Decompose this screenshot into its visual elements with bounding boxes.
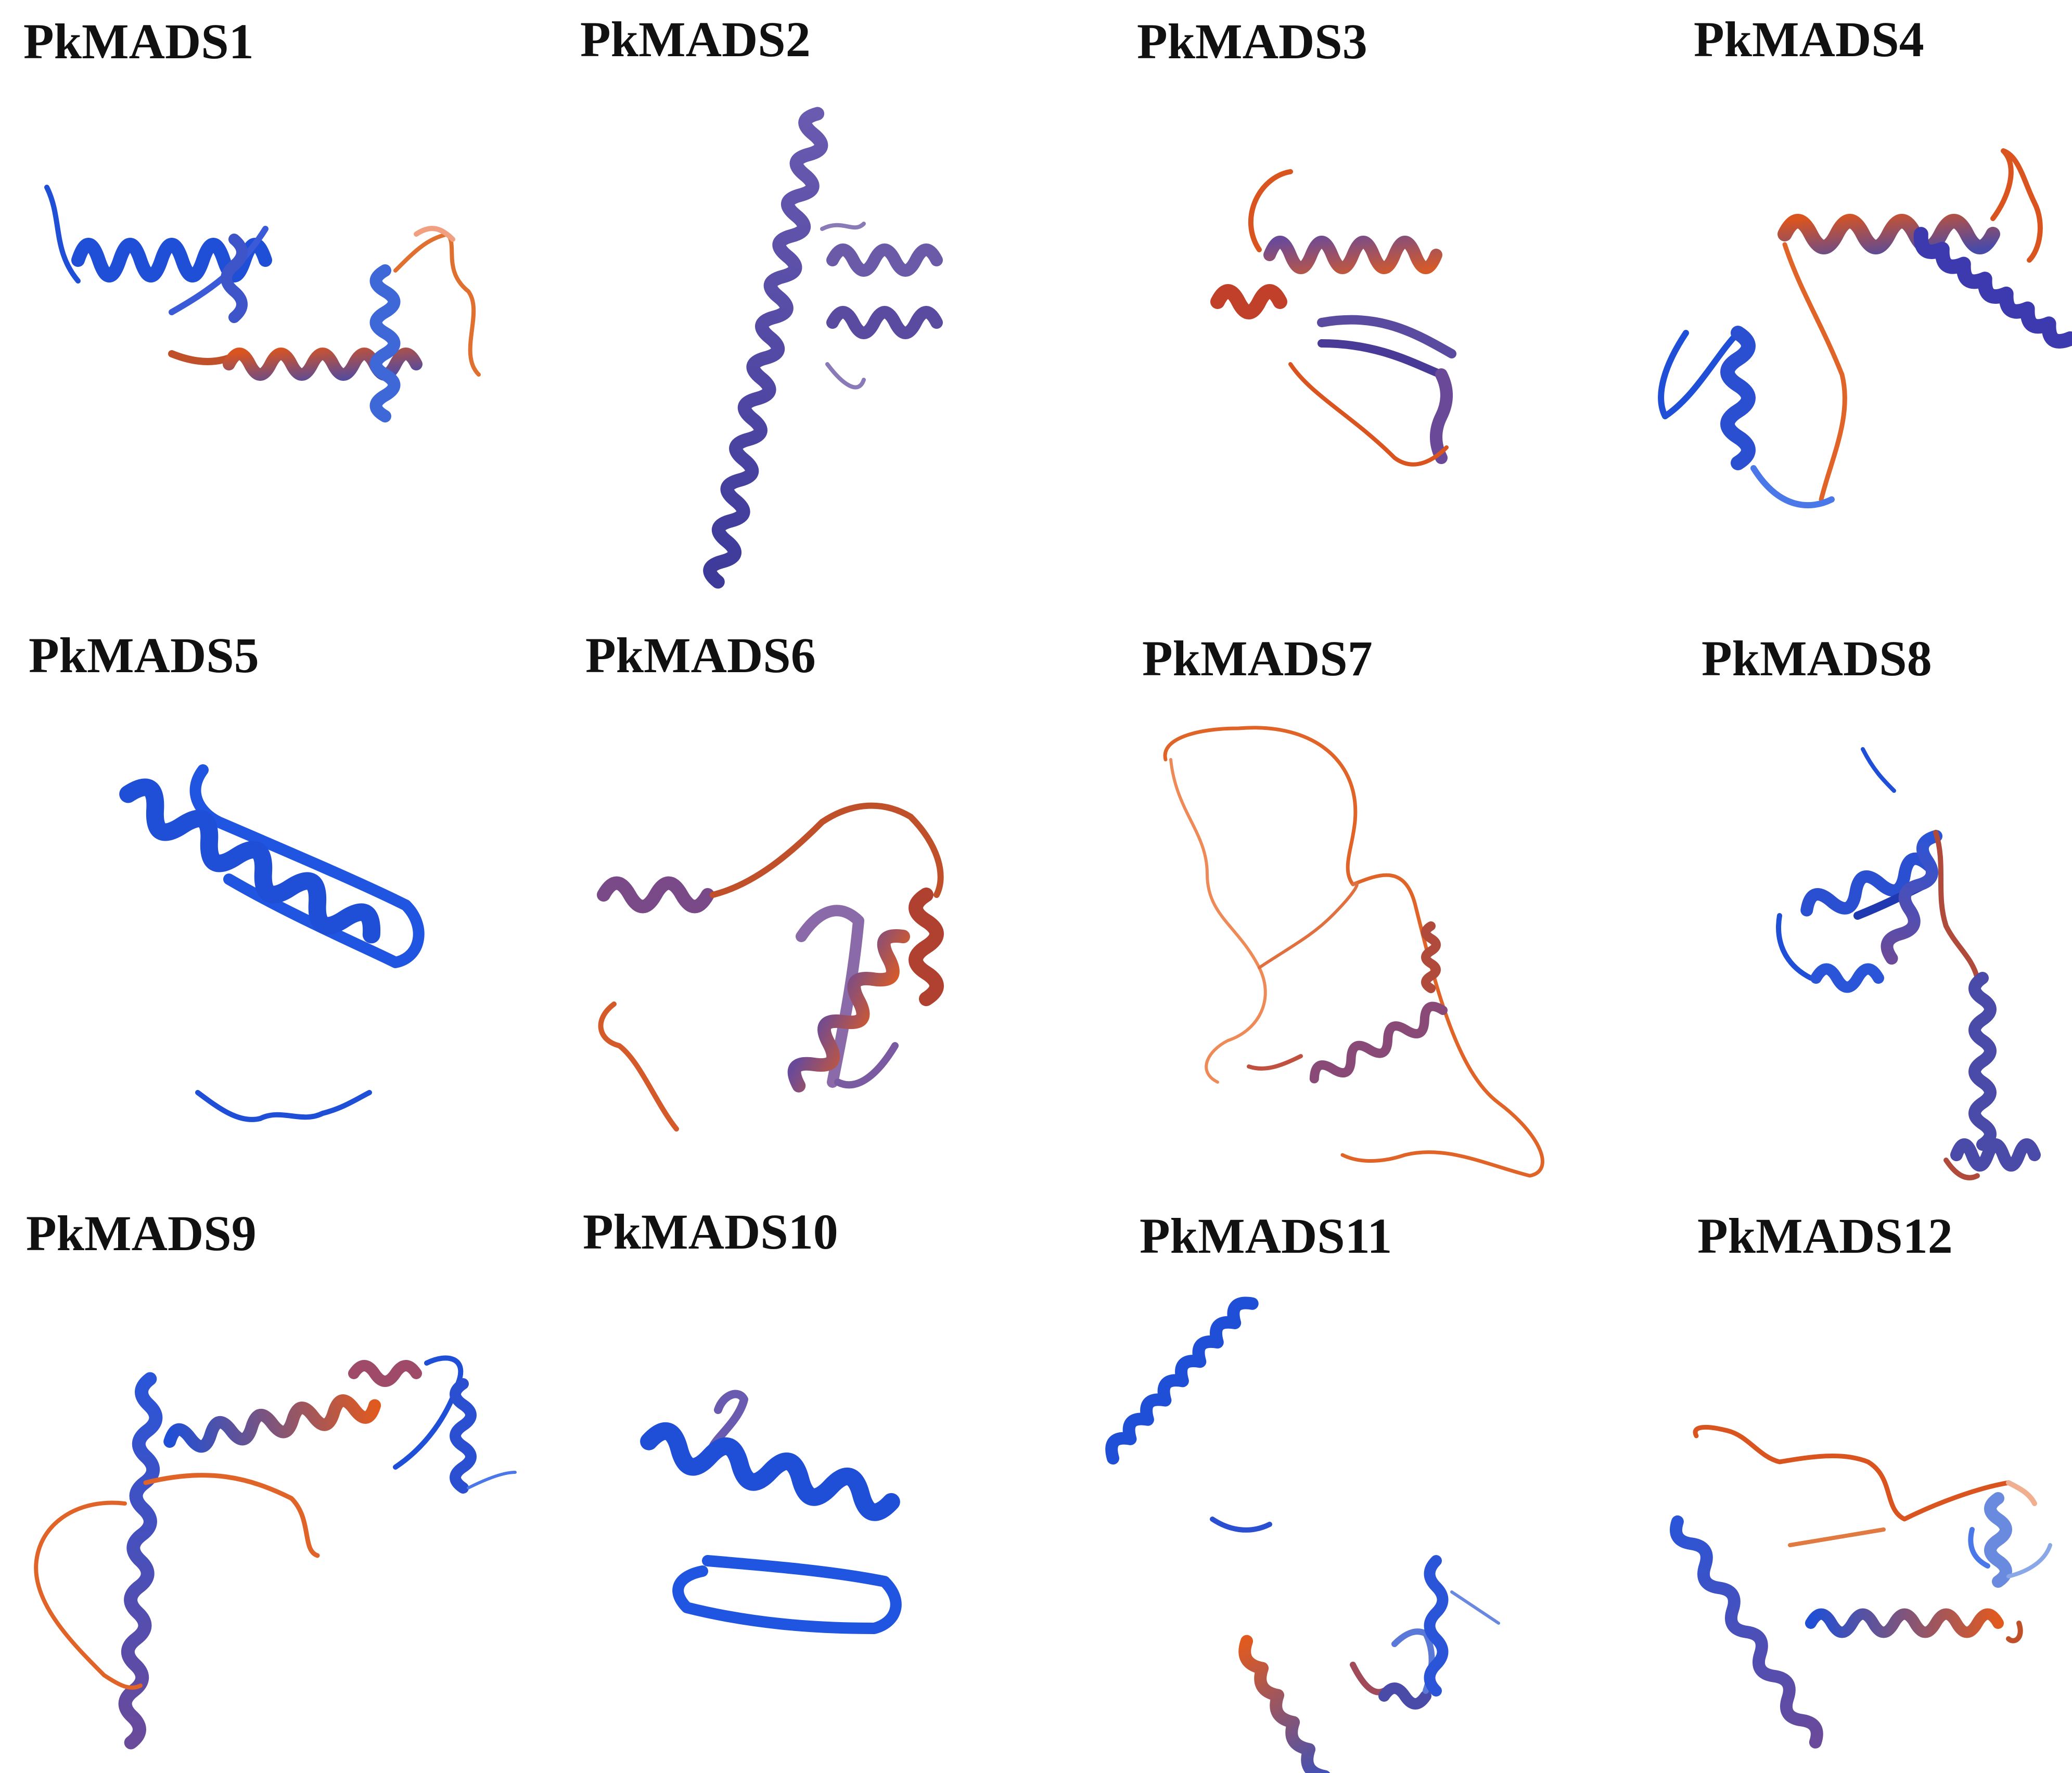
structure-pkmads8	[1776, 747, 2041, 1180]
structure-pkmads7	[1163, 726, 1544, 1178]
panel-pkmads8: PkMADS8	[1702, 631, 2041, 1180]
panel-label-pkmads3: PkMADS3	[1137, 14, 1367, 69]
panel-pkmads5: PkMADS5	[29, 627, 425, 1122]
panel-label-pkmads2: PkMADS2	[580, 11, 811, 67]
panel-label-pkmads12: PkMADS12	[1697, 1208, 1953, 1264]
panel-pkmads12: PkMADS12	[1670, 1208, 2052, 1749]
structure-pkmads6	[597, 802, 944, 1132]
structure-pkmads11	[1105, 1296, 1500, 1773]
panel-label-pkmads8: PkMADS8	[1702, 631, 1932, 686]
structure-pkmads9	[34, 1355, 517, 1750]
panel-pkmads3: PkMADS3	[1137, 14, 1456, 467]
panel-pkmads1: PkMADS1	[23, 14, 481, 422]
panel-label-pkmads11: PkMADS11	[1140, 1208, 1392, 1264]
panel-label-pkmads7: PkMADS7	[1142, 631, 1373, 686]
panel-label-pkmads9: PkMADS9	[26, 1205, 257, 1261]
panel-label-pkmads4: PkMADS4	[1694, 11, 1924, 67]
panel-pkmads7: PkMADS7	[1142, 631, 1544, 1178]
panel-pkmads9: PkMADS9	[26, 1205, 517, 1750]
panel-pkmads2: PkMADS2	[580, 11, 943, 589]
structure-pkmads2	[703, 107, 943, 589]
structure-pkmads12	[1670, 1424, 2052, 1749]
structure-pkmads10	[640, 1390, 902, 1634]
structure-pkmads3	[1210, 169, 1456, 467]
panel-pkmads6: PkMADS6	[585, 627, 944, 1132]
panel-label-pkmads10: PkMADS10	[583, 1204, 838, 1260]
structure-pkmads5	[119, 764, 425, 1122]
panel-pkmads4: PkMADS4	[1658, 11, 2072, 509]
structure-pkmads4	[1658, 148, 2072, 509]
panel-label-pkmads5: PkMADS5	[29, 627, 259, 683]
panel-label-pkmads1: PkMADS1	[23, 14, 254, 69]
panel-pkmads10: PkMADS10	[583, 1204, 902, 1634]
structure-pkmads1	[44, 185, 481, 422]
panel-pkmads11: PkMADS11	[1105, 1208, 1500, 1773]
panel-label-pkmads6: PkMADS6	[585, 627, 816, 683]
